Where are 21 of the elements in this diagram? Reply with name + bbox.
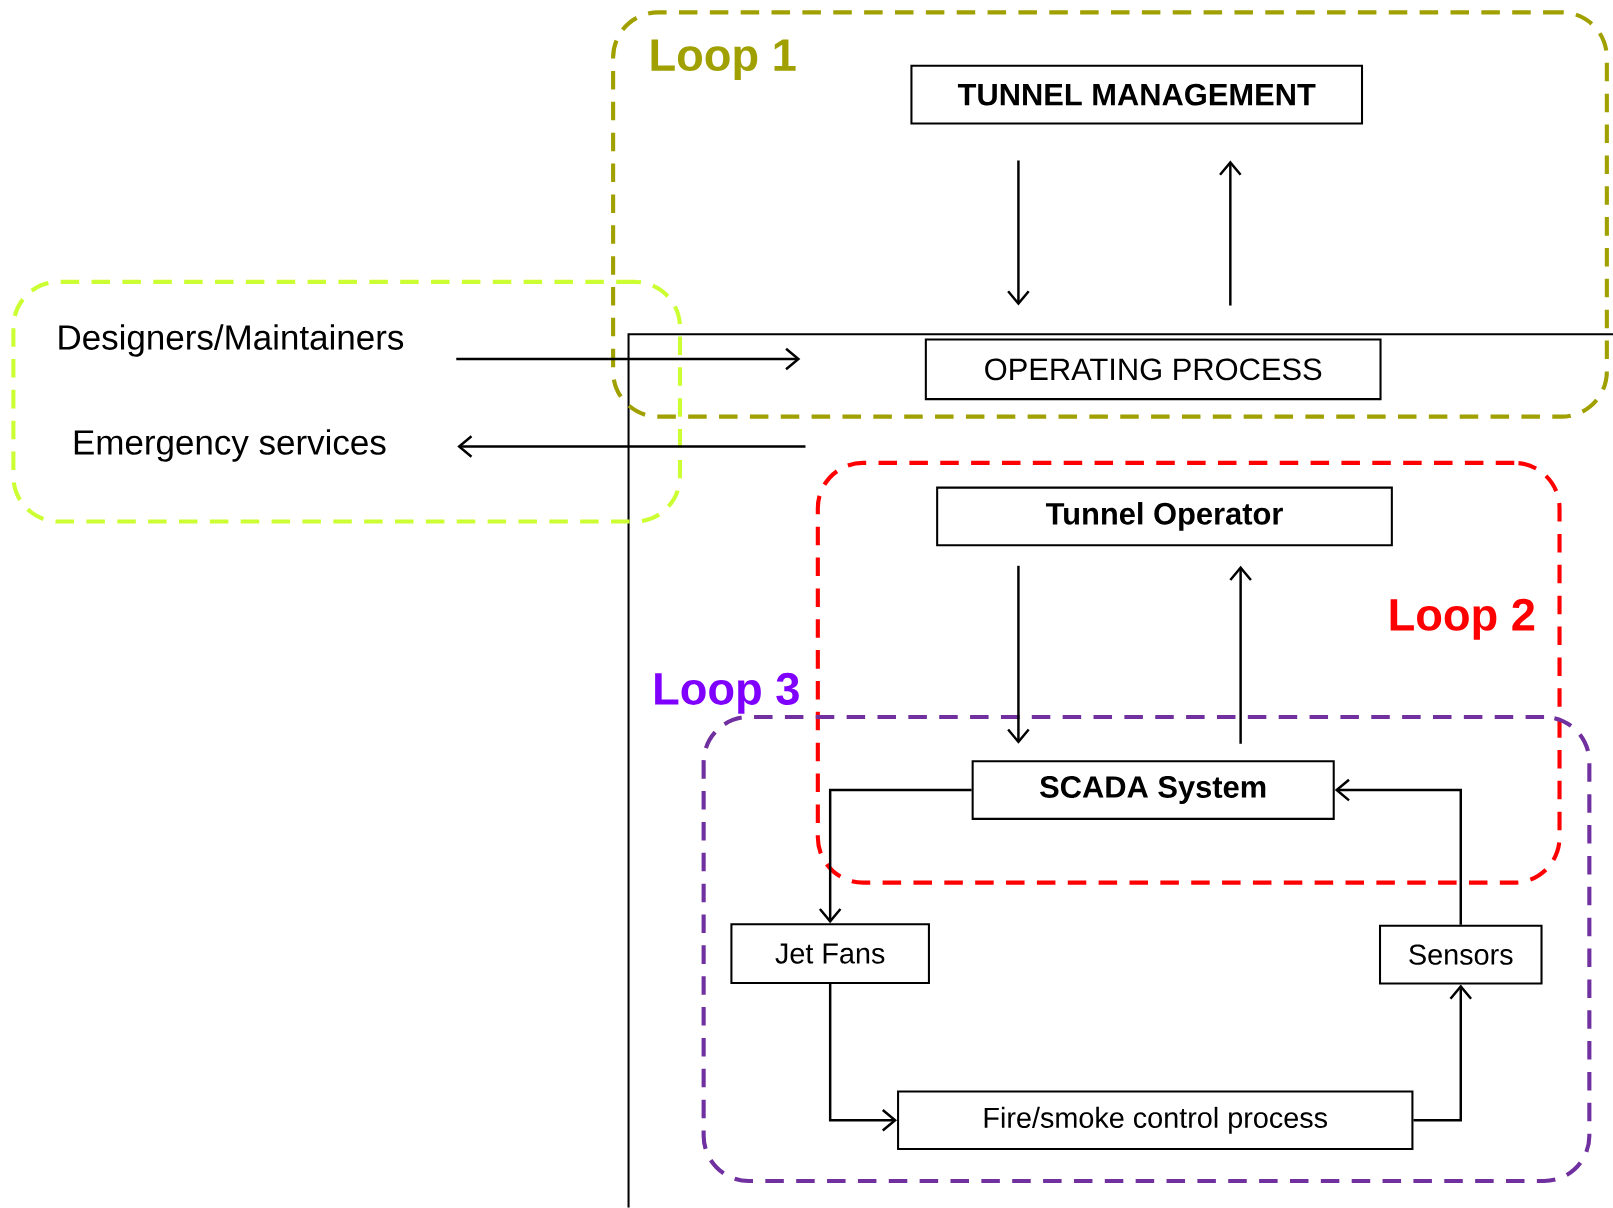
process-box: Sensors	[1379, 924, 1543, 985]
text-label: Emergency services	[74, 429, 386, 462]
arrow	[1229, 565, 1252, 744]
process-box: SCADA System	[971, 760, 1335, 821]
process-box: Tunnel Operator	[936, 486, 1393, 547]
node-label: Loop 3	[655, 672, 799, 714]
arrow	[1007, 160, 1030, 306]
process-box: Fire/smoke control process	[897, 1090, 1414, 1151]
process-box: Jet Fans	[730, 923, 930, 985]
arrow	[828, 984, 898, 1132]
loop-boundary	[11, 279, 683, 524]
arrow	[457, 435, 806, 458]
process-box: OPERATING PROCESS	[924, 338, 1382, 401]
arrow	[818, 788, 972, 924]
arrow	[1007, 565, 1030, 744]
arrow	[1219, 160, 1242, 306]
arrow	[456, 347, 801, 371]
arrow	[1334, 778, 1462, 925]
text-label: Designers/Maintainers	[59, 324, 404, 357]
process-box: TUNNEL MANAGEMENT	[910, 64, 1364, 125]
arrow	[1413, 984, 1472, 1122]
